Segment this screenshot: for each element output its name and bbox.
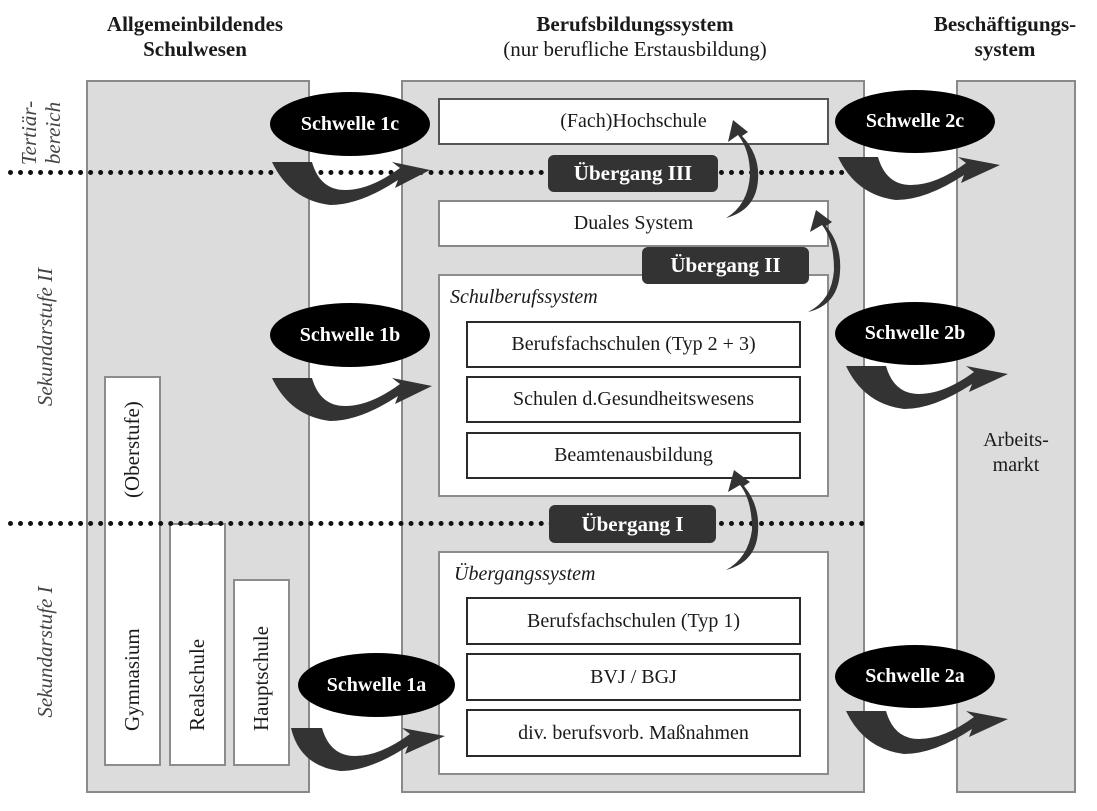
item-berufsfachschulen-1: Berufsfachschulen (Typ 1): [466, 597, 801, 645]
threshold-schwelle-1c: Schwelle 1c: [270, 92, 430, 156]
heading-vocational-system: Berufsbildungssystem (nur berufliche Ers…: [503, 12, 767, 61]
level-label-secondary-2: Sekundarstufe II: [33, 267, 57, 407]
upper-stage-label: (Oberstufe): [119, 401, 144, 498]
heading-general-education: Allgemeinbildendes Schulwesen: [106, 12, 284, 61]
threshold-schwelle-2a: Schwelle 2a: [835, 645, 995, 708]
level-label-secondary-1: Sekundarstufe I: [33, 586, 57, 718]
item-berufsfachschulen-2-3: Berufsfachschulen (Typ 2 + 3): [466, 321, 801, 368]
box-dual-system: Duales System: [438, 200, 829, 247]
label-arbeitsmarkt: Arbeits-markt: [983, 429, 1049, 476]
transition-uebergang-1: Übergang I: [549, 505, 716, 543]
threshold-schwelle-2c: Schwelle 2c: [835, 90, 995, 153]
item-berufsvorb-massnahmen: div. berufsvorb. Maßnahmen: [466, 709, 801, 757]
threshold-schwelle-2b: Schwelle 2b: [835, 302, 995, 365]
divider-secondary2-secondary1: [8, 521, 865, 526]
box-hochschule: (Fach)Hochschule: [438, 98, 829, 145]
item-gesundheitswesen: Schulen d.Gesundheitswesens: [466, 376, 801, 423]
item-bvj-bgj: BVJ / BGJ: [466, 653, 801, 701]
school-realschule: Realschule: [169, 523, 226, 766]
level-label-tertiary: Tertiär-bereich: [17, 100, 65, 166]
item-beamtenausbildung: Beamtenausbildung: [466, 432, 801, 479]
heading-employment-system: Beschäftigungs- system: [933, 12, 1077, 61]
transition-uebergang-3: Übergang III: [548, 155, 718, 192]
threshold-schwelle-1b: Schwelle 1b: [270, 303, 430, 367]
threshold-schwelle-1a: Schwelle 1a: [298, 653, 455, 717]
divider-tertiary-secondary2: [8, 170, 865, 175]
school-gymnasium: Gymnasium (Oberstufe): [104, 376, 161, 766]
transition-uebergang-2: Übergang II: [642, 247, 809, 284]
school-hauptschule: Hauptschule: [233, 579, 290, 766]
gymnasium-label: Gymnasium: [119, 628, 144, 731]
